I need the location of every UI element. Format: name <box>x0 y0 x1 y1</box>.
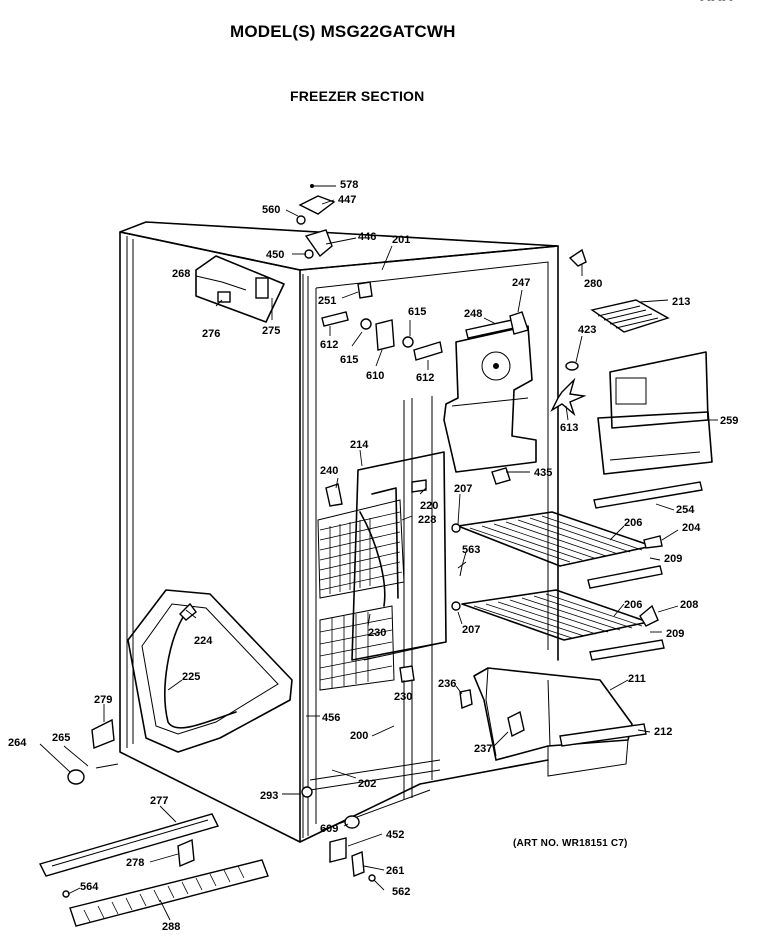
label-237: 237 <box>474 743 492 755</box>
label-225: 225 <box>182 671 200 683</box>
label-293: 293 <box>260 790 278 802</box>
evaporator-coils <box>317 487 405 691</box>
section-title: FREEZER SECTION <box>290 88 425 104</box>
label-279: 279 <box>94 694 112 706</box>
label-230a: 230 <box>368 627 386 639</box>
label-423: 423 <box>578 324 596 336</box>
label-288: 288 <box>162 921 180 933</box>
drip-tray <box>127 589 293 753</box>
label-209b: 209 <box>666 628 684 640</box>
corner-mark: - -- -- - <box>700 0 733 6</box>
label-204: 204 <box>682 522 701 534</box>
label-268: 268 <box>172 268 190 280</box>
label-247: 247 <box>512 277 530 289</box>
label-240: 240 <box>320 465 338 477</box>
label-212: 212 <box>654 726 672 738</box>
label-615b: 615 <box>340 354 358 366</box>
label-259: 259 <box>720 415 738 427</box>
label-613: 613 <box>560 422 578 434</box>
evap-lower <box>319 605 395 691</box>
label-200: 200 <box>350 730 368 742</box>
small-parts <box>321 281 663 709</box>
label-452: 452 <box>386 829 404 841</box>
label-213: 213 <box>672 296 690 308</box>
left-hardware <box>67 718 119 785</box>
label-228: 228 <box>418 514 436 526</box>
cabinet-body <box>119 221 559 843</box>
label-578: 578 <box>340 179 358 191</box>
label-563: 563 <box>462 544 480 556</box>
label-450: 450 <box>266 249 284 261</box>
bottom-hinge <box>62 786 376 898</box>
label-211: 211 <box>628 673 646 685</box>
label-230b: 230 <box>394 691 412 703</box>
label-202: 202 <box>358 778 376 790</box>
label-280: 280 <box>584 278 602 290</box>
label-207b: 207 <box>462 624 480 636</box>
label-446: 446 <box>358 231 376 243</box>
shroud-panel <box>597 351 713 475</box>
label-208: 208 <box>680 599 698 611</box>
label-610: 610 <box>366 370 384 382</box>
label-612b: 612 <box>416 372 434 384</box>
label-278: 278 <box>126 857 144 869</box>
kick-grille <box>69 859 269 927</box>
label-265: 265 <box>52 732 70 744</box>
fan-shroud <box>443 311 537 473</box>
bottom-rail <box>38 813 220 877</box>
label-435: 435 <box>534 467 552 479</box>
label-564: 564 <box>80 881 99 893</box>
top-hinge-assembly <box>296 184 336 259</box>
label-220: 220 <box>420 500 438 512</box>
label-201: 201 <box>392 234 410 246</box>
label-615a: 615 <box>408 306 426 318</box>
label-206b: 206 <box>624 599 642 611</box>
label-236: 236 <box>438 678 456 690</box>
model-title: MODEL(S) MSG22GATCWH <box>230 22 456 41</box>
label-562: 562 <box>392 886 410 898</box>
ice-tray <box>568 248 670 333</box>
evap-upper <box>317 499 405 599</box>
label-276: 276 <box>202 328 220 340</box>
label-447: 447 <box>338 194 356 206</box>
rail-254 <box>593 481 703 509</box>
label-261: 261 <box>386 865 404 877</box>
label-224: 224 <box>194 635 213 647</box>
art-number: (ART NO. WR18151 C7) <box>513 838 628 849</box>
label-251: 251 <box>318 295 336 307</box>
label-277: 277 <box>150 795 168 807</box>
label-560: 560 <box>262 204 280 216</box>
label-214: 214 <box>350 439 369 451</box>
label-207a: 207 <box>454 483 472 495</box>
leader-lines <box>39 185 718 921</box>
label-206a: 206 <box>624 517 642 529</box>
label-612a: 612 <box>320 339 338 351</box>
label-254: 254 <box>676 504 695 516</box>
fan-blade <box>550 361 587 417</box>
label-209a: 209 <box>664 553 682 565</box>
label-609: 609 <box>320 823 338 835</box>
label-264: 264 <box>8 737 27 749</box>
door-bin <box>473 667 647 777</box>
label-456: 456 <box>322 712 340 724</box>
label-275: 275 <box>262 325 280 337</box>
label-248: 248 <box>464 308 482 320</box>
part-labels: 578 447 560 446 450 201 280 268 276 275 … <box>8 179 738 933</box>
control-box <box>195 255 285 323</box>
